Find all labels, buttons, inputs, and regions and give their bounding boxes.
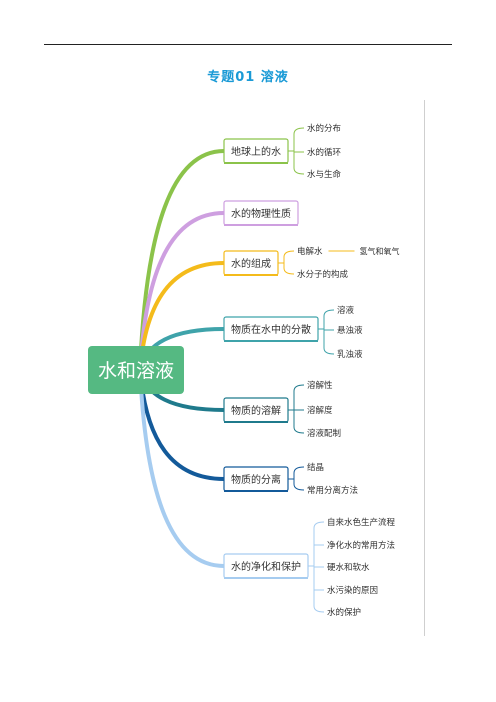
child-node-label[interactable]: 乳浊液 — [337, 349, 363, 360]
branch-label: 水的物理性质 — [231, 207, 291, 220]
root-label: 水和溶液 — [98, 360, 174, 382]
top-rule — [44, 44, 452, 45]
root-box — [88, 346, 184, 394]
branch-label: 物质的分离 — [231, 473, 281, 486]
root-node[interactable]: 水和溶液 — [88, 346, 184, 394]
child-node-label[interactable]: 水分子的构成 — [297, 269, 349, 280]
branch-label: 水的净化和保护 — [231, 560, 301, 573]
branch-connector — [138, 211, 226, 372]
branch-node[interactable]: 水的组成 — [223, 250, 279, 276]
child-node-label[interactable]: 悬浊液 — [337, 325, 363, 336]
branch-node[interactable]: 物质在水中的分散 — [223, 316, 319, 342]
child-node-label[interactable]: 溶液 — [337, 305, 355, 316]
branch-label: 物质的溶解 — [231, 404, 281, 417]
child-node-label[interactable]: 水的循环 — [307, 147, 342, 158]
child-node-label[interactable]: 溶解性 — [307, 380, 333, 391]
child-node-label[interactable]: 溶解度 — [307, 405, 333, 416]
child-node-label[interactable]: 自来水色生产流程 — [327, 517, 396, 528]
branch-label: 物质在水中的分散 — [231, 323, 311, 336]
branch-connector — [138, 368, 226, 568]
branch-connector — [138, 149, 226, 372]
branch-label: 水的组成 — [231, 257, 271, 270]
child-node-label[interactable]: 结晶 — [307, 462, 324, 473]
branch-node[interactable]: 物质的溶解 — [223, 397, 289, 423]
branch-node[interactable]: 水的净化和保护 — [223, 553, 309, 579]
child-bracket — [318, 309, 335, 355]
branch-node[interactable]: 地球上的水 — [223, 138, 289, 164]
branch-node[interactable]: 物质的分离 — [223, 466, 289, 492]
child-node-label[interactable]: 水与生命 — [307, 169, 342, 180]
child-node-label[interactable]: 水污染的原因 — [327, 585, 378, 596]
child-node-label[interactable]: 电解水 — [297, 246, 323, 257]
child-node-label[interactable]: 常用分离方法 — [307, 485, 358, 496]
child-node-label[interactable]: 水的保护 — [327, 607, 361, 618]
child-node-label[interactable]: 硬水和软水 — [327, 562, 370, 573]
child-bracket — [288, 466, 305, 491]
child-bracket — [288, 384, 305, 434]
branch-label: 地球上的水 — [231, 145, 281, 158]
child-node-label[interactable]: 净化水的常用方法 — [327, 540, 395, 551]
sub-node-label[interactable]: 氢气和氧气 — [360, 246, 400, 256]
child-node-label[interactable]: 水的分布 — [307, 123, 341, 134]
page-title: 专题01 溶液 — [207, 70, 289, 85]
right-border-line — [424, 100, 425, 636]
child-node-label[interactable]: 溶液配制 — [307, 428, 341, 439]
branch-node[interactable]: 水的物理性质 — [223, 200, 299, 226]
child-bracket — [308, 521, 325, 613]
child-bracket — [288, 127, 305, 175]
child-bracket — [278, 250, 295, 275]
